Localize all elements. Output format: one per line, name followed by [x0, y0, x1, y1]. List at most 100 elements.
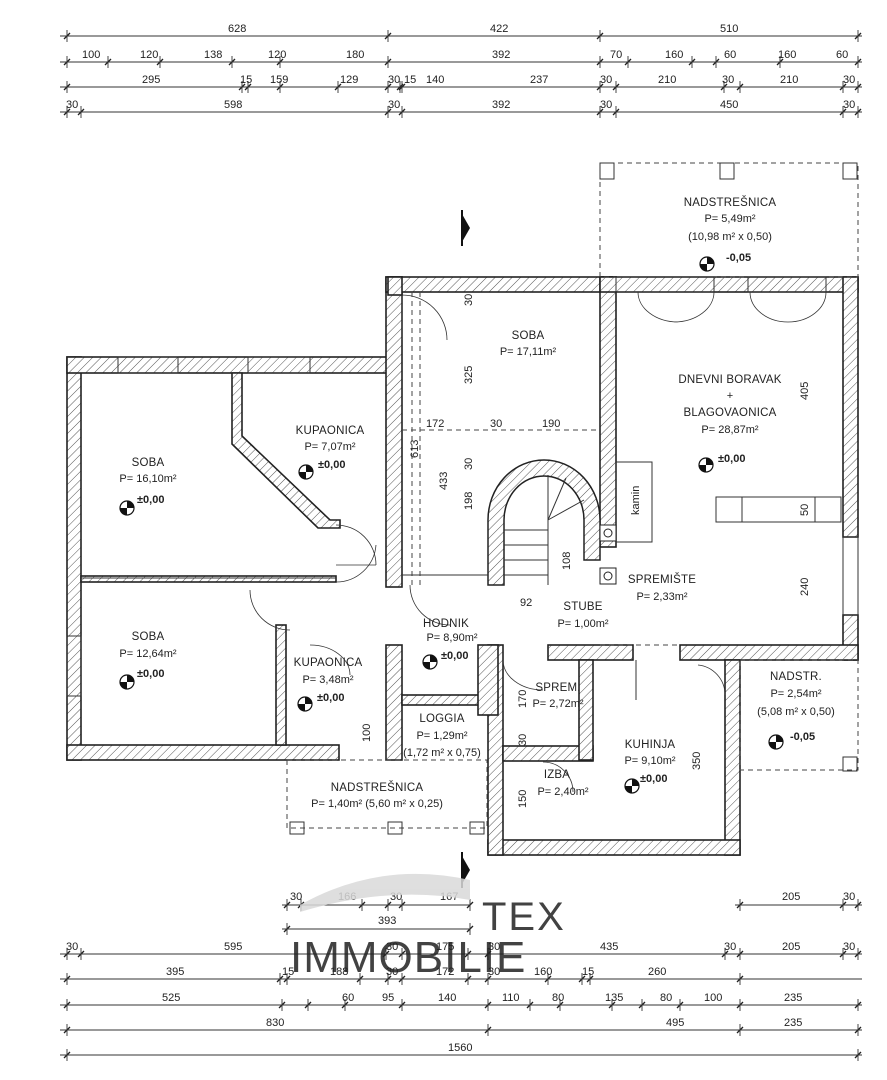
watermark-line2: IMMOBILIE	[290, 933, 526, 982]
room-name: NADSTREŠNICA	[684, 196, 777, 209]
dim-label: 240	[799, 578, 811, 596]
dim-label: 628	[228, 23, 246, 35]
watermark-logo: TEX IMMOBILIE	[290, 873, 566, 982]
dim-label: 210	[780, 74, 798, 86]
dim-label: 598	[224, 99, 242, 111]
room-area: P= 2,40m²	[537, 786, 588, 798]
room-name: SPREMIŠTE	[628, 573, 696, 586]
dim-label: 160	[534, 966, 552, 978]
room-name: SOBA	[132, 457, 165, 469]
level-marker-fill	[769, 735, 783, 749]
fireplace-label: kamin	[630, 486, 642, 515]
dim-label: 160	[778, 49, 796, 61]
dim-label: 150	[517, 790, 529, 808]
room-labels: SOBA P= 16,10m² ±0,00 KUPAONICA P= 7,07m…	[119, 196, 834, 810]
dim-label: 392	[492, 99, 510, 111]
room-name: LOGGIA	[419, 713, 464, 725]
dim-label: 160	[665, 49, 683, 61]
dim-label: 15	[282, 966, 294, 978]
dim-label: 30	[488, 966, 500, 978]
dim-label: 30	[843, 99, 855, 111]
dim-label: 100	[361, 724, 373, 742]
room-area: P= 3,48m²	[302, 674, 353, 686]
dim-label: 30	[463, 458, 475, 470]
dim-label: 30	[600, 74, 612, 86]
dim-label: 422	[490, 23, 508, 35]
dim-label: 525	[162, 992, 180, 1004]
level-marker-fill	[298, 697, 312, 711]
room-area: P= 9,10m²	[624, 755, 675, 767]
dim-label: 237	[530, 74, 548, 86]
dim-label: 30	[843, 74, 855, 86]
section-marker-icon	[461, 210, 470, 888]
dim-label: 175	[436, 941, 454, 953]
dim-label: 595	[224, 941, 242, 953]
room-name: KUPAONICA	[296, 425, 365, 437]
room-calc: (5,08 m² x 0,50)	[757, 706, 835, 718]
room-level: ±0,00	[317, 692, 344, 704]
dim-label: 260	[648, 966, 666, 978]
room-level: ±0,00	[137, 494, 164, 506]
dim-label: 830	[266, 1017, 284, 1029]
room-name: SOBA	[512, 330, 545, 342]
room-area: P= 2,72m²	[532, 698, 583, 710]
room-name: KUHINJA	[625, 739, 676, 751]
walls	[66, 276, 859, 856]
dim-label: 30	[517, 734, 529, 746]
room-area: P= 1,40m² (5,60 m² x 0,25)	[311, 798, 443, 810]
dimension-labels-top: 628 422 510 100 120 138 120 180 392 70 1…	[66, 23, 855, 111]
dim-label: 1560	[448, 1042, 472, 1054]
dim-label: 92	[520, 597, 532, 609]
room-name-plus: +	[727, 390, 733, 402]
room-area: P= 2,54m²	[770, 688, 821, 700]
dim-label: 110	[502, 992, 520, 1004]
dim-label: 30	[386, 966, 398, 978]
dimension-lines-bottom	[60, 899, 862, 1061]
room-calc: (1,72 m² x 0,75)	[403, 747, 481, 759]
dim-label: 120	[140, 49, 158, 61]
watermark-line1: TEX	[482, 895, 566, 939]
dim-label: 140	[438, 992, 456, 1004]
dim-label: 30	[843, 941, 855, 953]
level-symbols	[119, 256, 784, 794]
room-name: STUBE	[563, 601, 602, 613]
dim-label: 70	[610, 49, 622, 61]
level-marker-fill	[699, 458, 713, 472]
room-area: P= 2,33m²	[636, 591, 687, 603]
dim-label: 188	[330, 966, 348, 978]
room-name: NADSTR.	[770, 671, 822, 683]
dim-label: 100	[704, 992, 722, 1004]
dim-label: 15	[240, 74, 252, 86]
room-area: P= 12,64m²	[119, 648, 177, 660]
room-level: ±0,00	[318, 459, 345, 471]
dim-label: 30	[488, 941, 500, 953]
dim-label: 30	[290, 891, 302, 903]
dim-label: 159	[270, 74, 288, 86]
dim-label: 613	[409, 440, 421, 458]
dim-label: 435	[600, 941, 618, 953]
room-level: ±0,00	[441, 650, 468, 662]
dim-label: 138	[204, 49, 222, 61]
dim-label: 210	[658, 74, 676, 86]
staircase	[487, 459, 601, 586]
dim-label: 120	[268, 49, 286, 61]
room-name: HODNIK	[423, 618, 469, 630]
dim-label: 60	[342, 992, 354, 1004]
dim-label: 350	[691, 752, 703, 770]
dim-label: 100	[82, 49, 100, 61]
room-area: P= 17,11m²	[500, 346, 557, 358]
room-level: ±0,00	[640, 773, 667, 785]
dim-label: 235	[784, 1017, 802, 1029]
level-marker-fill	[625, 779, 639, 793]
dim-label: 50	[799, 504, 811, 516]
dim-label: 170	[517, 690, 529, 708]
room-level: ±0,00	[718, 453, 745, 465]
dim-label: 140	[426, 74, 444, 86]
fireplace	[599, 461, 842, 700]
dim-label: 30	[388, 74, 400, 86]
room-level: -0,05	[790, 731, 815, 743]
dimension-lines-top	[60, 30, 862, 118]
dim-label: 135	[605, 992, 623, 1004]
dim-label: 15	[582, 966, 594, 978]
dim-label: 433	[438, 472, 450, 490]
